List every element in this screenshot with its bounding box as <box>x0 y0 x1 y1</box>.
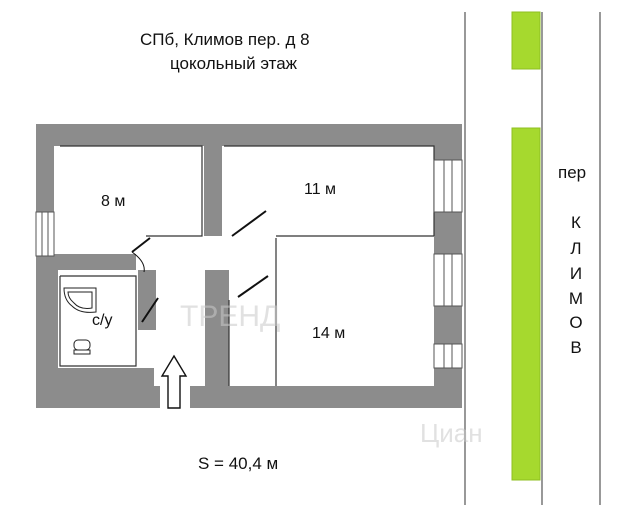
room-label-14: 14 м <box>312 325 346 342</box>
bathroom-fixtures <box>63 287 97 355</box>
green-strips <box>511 11 541 481</box>
walls <box>36 124 462 408</box>
street-letter: В <box>570 338 582 357</box>
windows <box>35 159 463 369</box>
room-label-8: 8 м <box>101 193 126 210</box>
street-letter: И <box>569 264 583 283</box>
watermark-2: Циан <box>420 418 483 448</box>
street-letter: К <box>571 213 581 232</box>
entrance-arrow <box>160 354 188 409</box>
total-area: S = 40,4 м <box>198 454 279 473</box>
street-letter: О <box>569 313 583 332</box>
bathroom-label: с/у <box>92 312 113 329</box>
street-prefix: пер <box>558 163 587 182</box>
floor-subtitle: цокольный этаж <box>170 54 298 73</box>
room-label-11: 11 м <box>304 181 337 198</box>
street-letter: Л <box>570 239 582 258</box>
street-lines <box>464 12 601 505</box>
address-title: СПб, Климов пер. д 8 <box>140 30 310 49</box>
doors <box>131 210 269 323</box>
street-letter: М <box>568 289 584 308</box>
watermark: ТРЕНД <box>180 300 281 333</box>
